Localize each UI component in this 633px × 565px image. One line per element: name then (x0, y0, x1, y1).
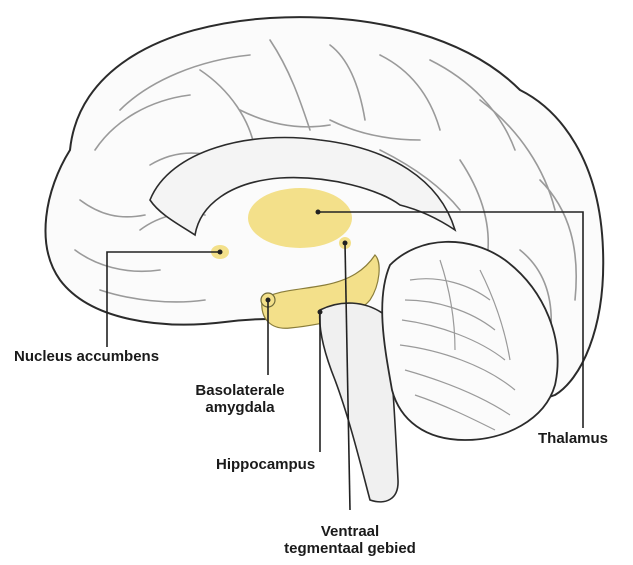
label-basolateral-line2: amygdala (175, 399, 305, 416)
thalamus-region (248, 188, 352, 248)
label-basolateral-amygdala: Basolaterale amygdala (175, 382, 305, 416)
label-nucleus-accumbens: Nucleus accumbens (14, 348, 159, 365)
label-vta-line1: Ventraal (260, 523, 440, 540)
label-ventraal-tegmentaal-gebied: Ventraal tegmentaal gebied (260, 523, 440, 557)
label-hippocampus: Hippocampus (216, 456, 315, 473)
label-vta-line2: tegmentaal gebied (260, 540, 440, 557)
label-basolateral-line1: Basolaterale (175, 382, 305, 399)
label-thalamus: Thalamus (538, 430, 608, 447)
